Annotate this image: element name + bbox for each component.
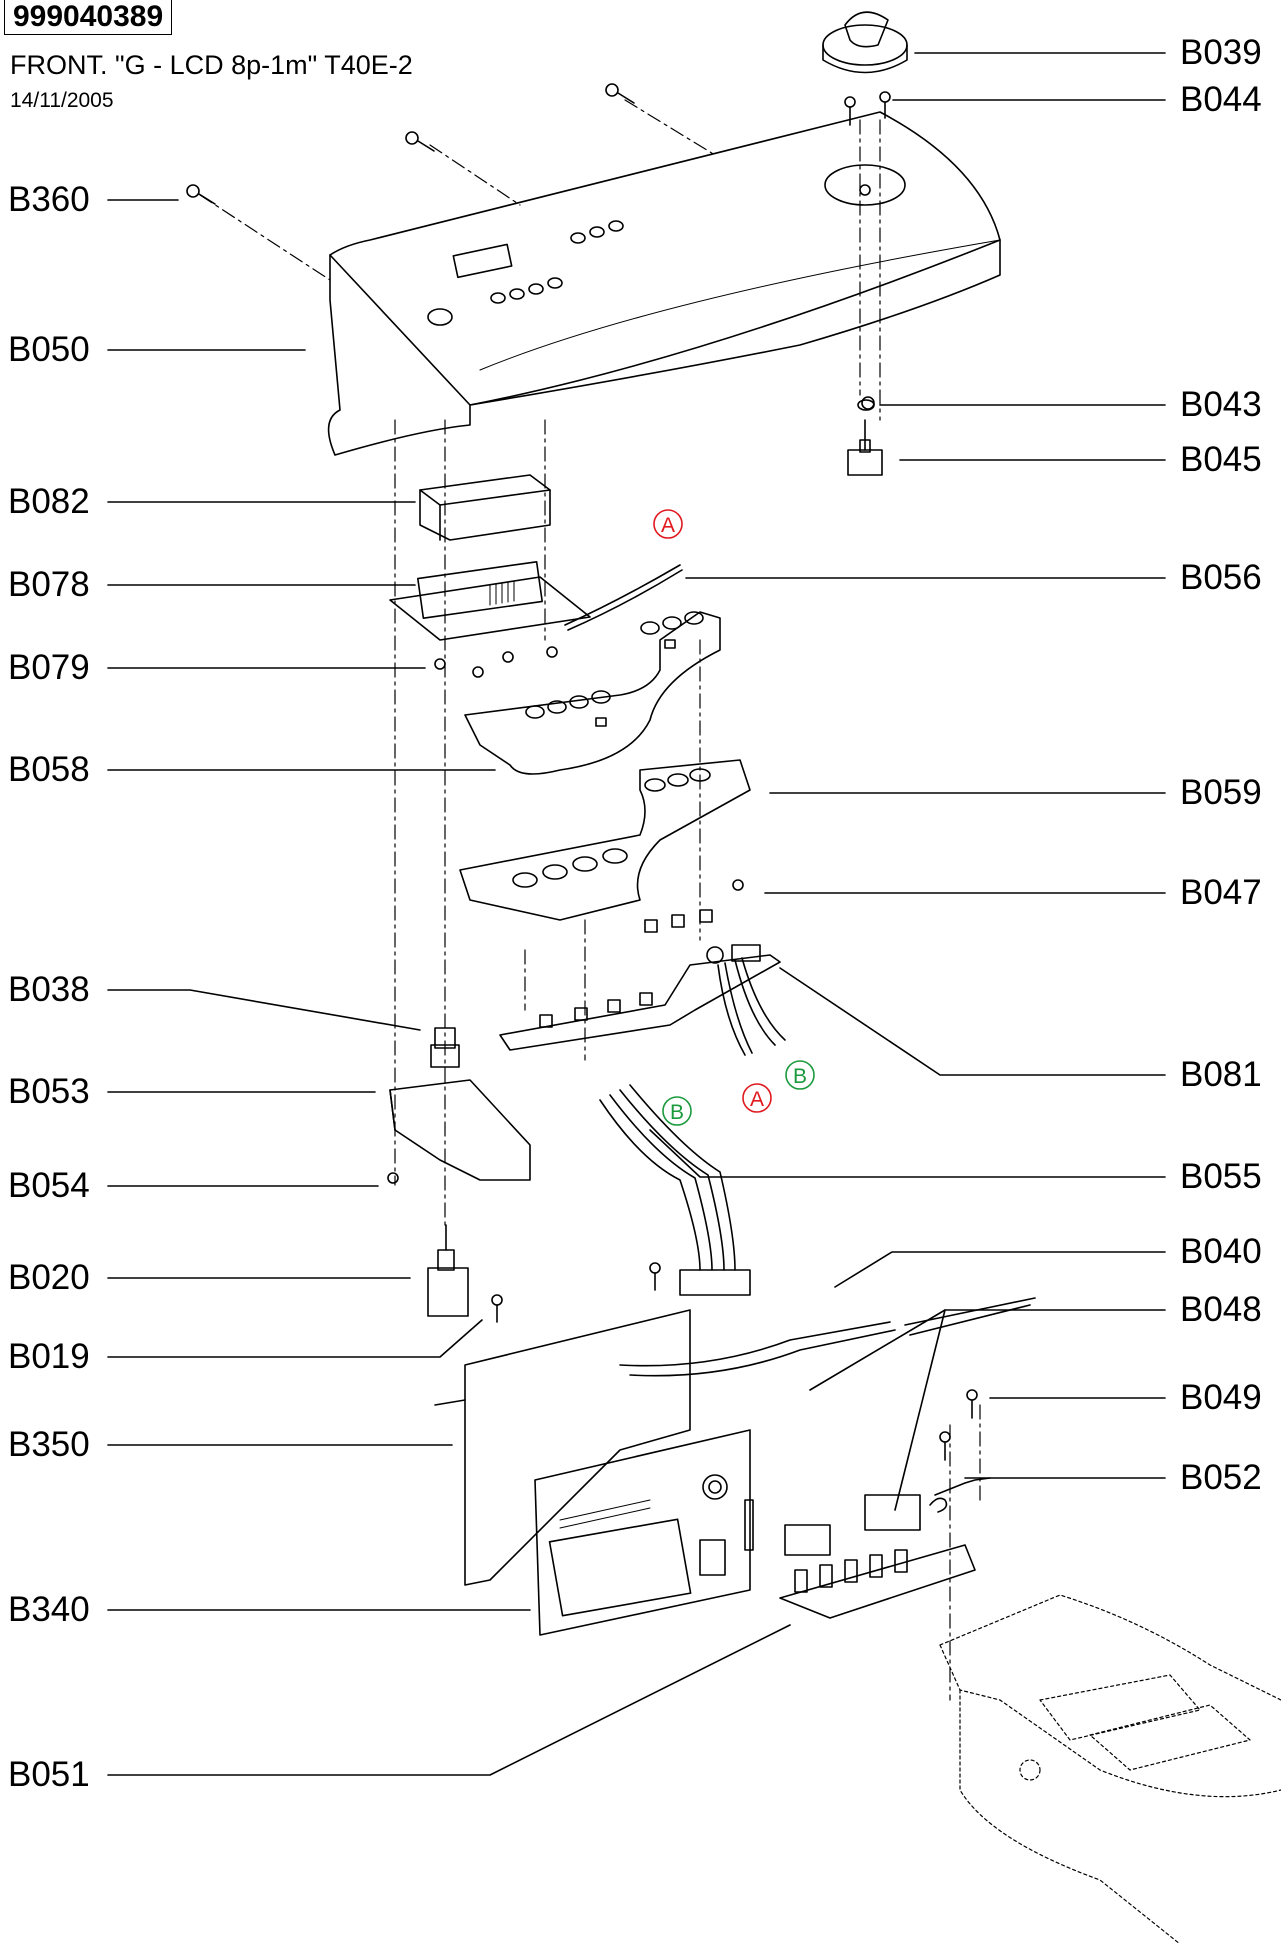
housing-B053 — [389, 1079, 531, 1181]
potentiometer-B045 — [847, 419, 883, 476]
callout-label: B054 — [8, 1166, 90, 1205]
callout-label: B340 — [8, 1590, 90, 1629]
callout-label: B045 — [1180, 440, 1262, 479]
callout-label: B049 — [1180, 1378, 1262, 1417]
main-board-B340 — [534, 1429, 754, 1636]
callout-label: B056 — [1180, 558, 1262, 597]
callout-label: B078 — [8, 565, 90, 604]
callout-label: B055 — [1180, 1157, 1262, 1196]
callout-label: B053 — [8, 1072, 90, 1111]
callout-label: B047 — [1180, 873, 1262, 912]
lcd-board-B078 — [389, 561, 683, 641]
drawing-part-number: 999040389 — [4, 0, 173, 35]
relays-B048 — [784, 1494, 921, 1556]
key-frame-B058 — [464, 611, 721, 775]
ribbon-cable-B055 — [599, 1084, 751, 1296]
callout-label: B043 — [1180, 385, 1262, 424]
drawing-date: 14/11/2005 — [10, 89, 114, 112]
assembly-axes — [199, 99, 981, 1701]
callout-label: B079 — [8, 648, 90, 687]
callout-label: B048 — [1180, 1290, 1262, 1329]
front-panel-B050 — [327, 111, 1001, 456]
callout-label: B040 — [1180, 1232, 1262, 1271]
drawing-subtitle: FRONT. "G - LCD 8p-1m" T40E-2 — [10, 50, 413, 80]
callout-label: B038 — [8, 970, 90, 1009]
screws — [186, 83, 978, 1461]
callout-label: B059 — [1180, 773, 1262, 812]
callout-label: B360 — [8, 180, 90, 219]
connector-board-B051 — [779, 1544, 976, 1619]
leader-lines-right — [649, 52, 1166, 1511]
callout-label: B044 — [1180, 80, 1262, 119]
callout-label: B052 — [1180, 1458, 1262, 1497]
callout-label: B350 — [8, 1425, 90, 1464]
callout-label: B019 — [8, 1337, 90, 1376]
callout-label: B081 — [1180, 1055, 1262, 1094]
switch-B020 — [427, 1224, 469, 1317]
callout-label: B058 — [8, 750, 90, 789]
callout-label: B051 — [8, 1755, 90, 1794]
spring-B052 — [929, 1477, 991, 1513]
knob-B039 — [822, 11, 908, 74]
lcd-cover-B082 — [419, 474, 551, 541]
mount-plate-B350 — [434, 1309, 691, 1586]
cabinet-outline — [939, 1594, 1281, 1944]
callout-label: B050 — [8, 330, 90, 369]
bushing-B043 — [857, 399, 875, 411]
leader-lines-left — [107, 199, 791, 1776]
harness-B040 — [619, 1297, 1036, 1377]
key-carrier-B059 — [459, 759, 751, 921]
callout-label: B020 — [8, 1258, 90, 1297]
callout-label: B082 — [8, 482, 90, 521]
callout-label: B039 — [1180, 33, 1262, 72]
key-board-B081 — [499, 909, 786, 1056]
button-B038 — [430, 1027, 460, 1068]
